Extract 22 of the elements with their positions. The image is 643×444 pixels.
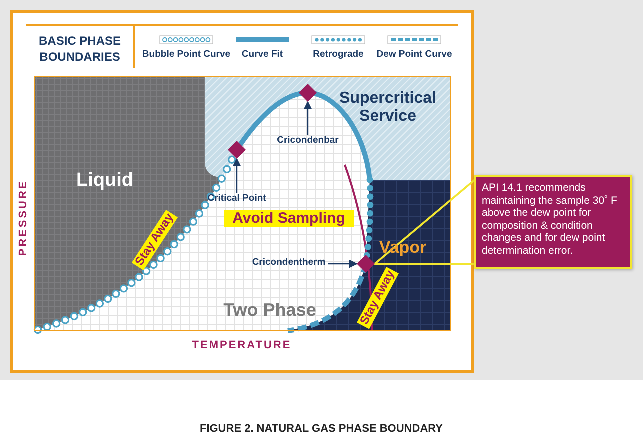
marker-diamond [299, 84, 317, 102]
legend-heading: BASIC PHASE BOUNDARIES [38, 33, 122, 66]
region-label: Two Phase [222, 300, 318, 321]
axis-title: TEMPERATURE [192, 340, 292, 352]
point-label: Cricondenbar [277, 135, 339, 146]
point-label: Critical Point [206, 193, 268, 204]
point-label: Cricondentherm [251, 257, 327, 268]
figure-caption: FIGURE 2. NATURAL GAS PHASE BOUNDARY [198, 423, 444, 435]
region-label: Liquid [76, 170, 134, 192]
callout-box [474, 175, 632, 269]
legend-label: Bubble Point Curve [142, 49, 232, 60]
legend-label: Dew Point Curve [376, 49, 454, 60]
warning-label: Avoid Sampling [224, 210, 354, 228]
region-label: Supercritical Service [338, 90, 438, 127]
arrow [304, 101, 312, 135]
arrow [328, 260, 358, 268]
arrow [232, 158, 242, 193]
marker-diamond [357, 255, 375, 273]
callout-text: API 14.1 recommends maintaining the sample 30˚ F above the dew point for composition & condition changes and for dew point determination error. [482, 182, 618, 258]
marker-diamond [228, 141, 246, 159]
axis-title: PRESSURE [18, 180, 30, 256]
leader-line [374, 179, 476, 265]
